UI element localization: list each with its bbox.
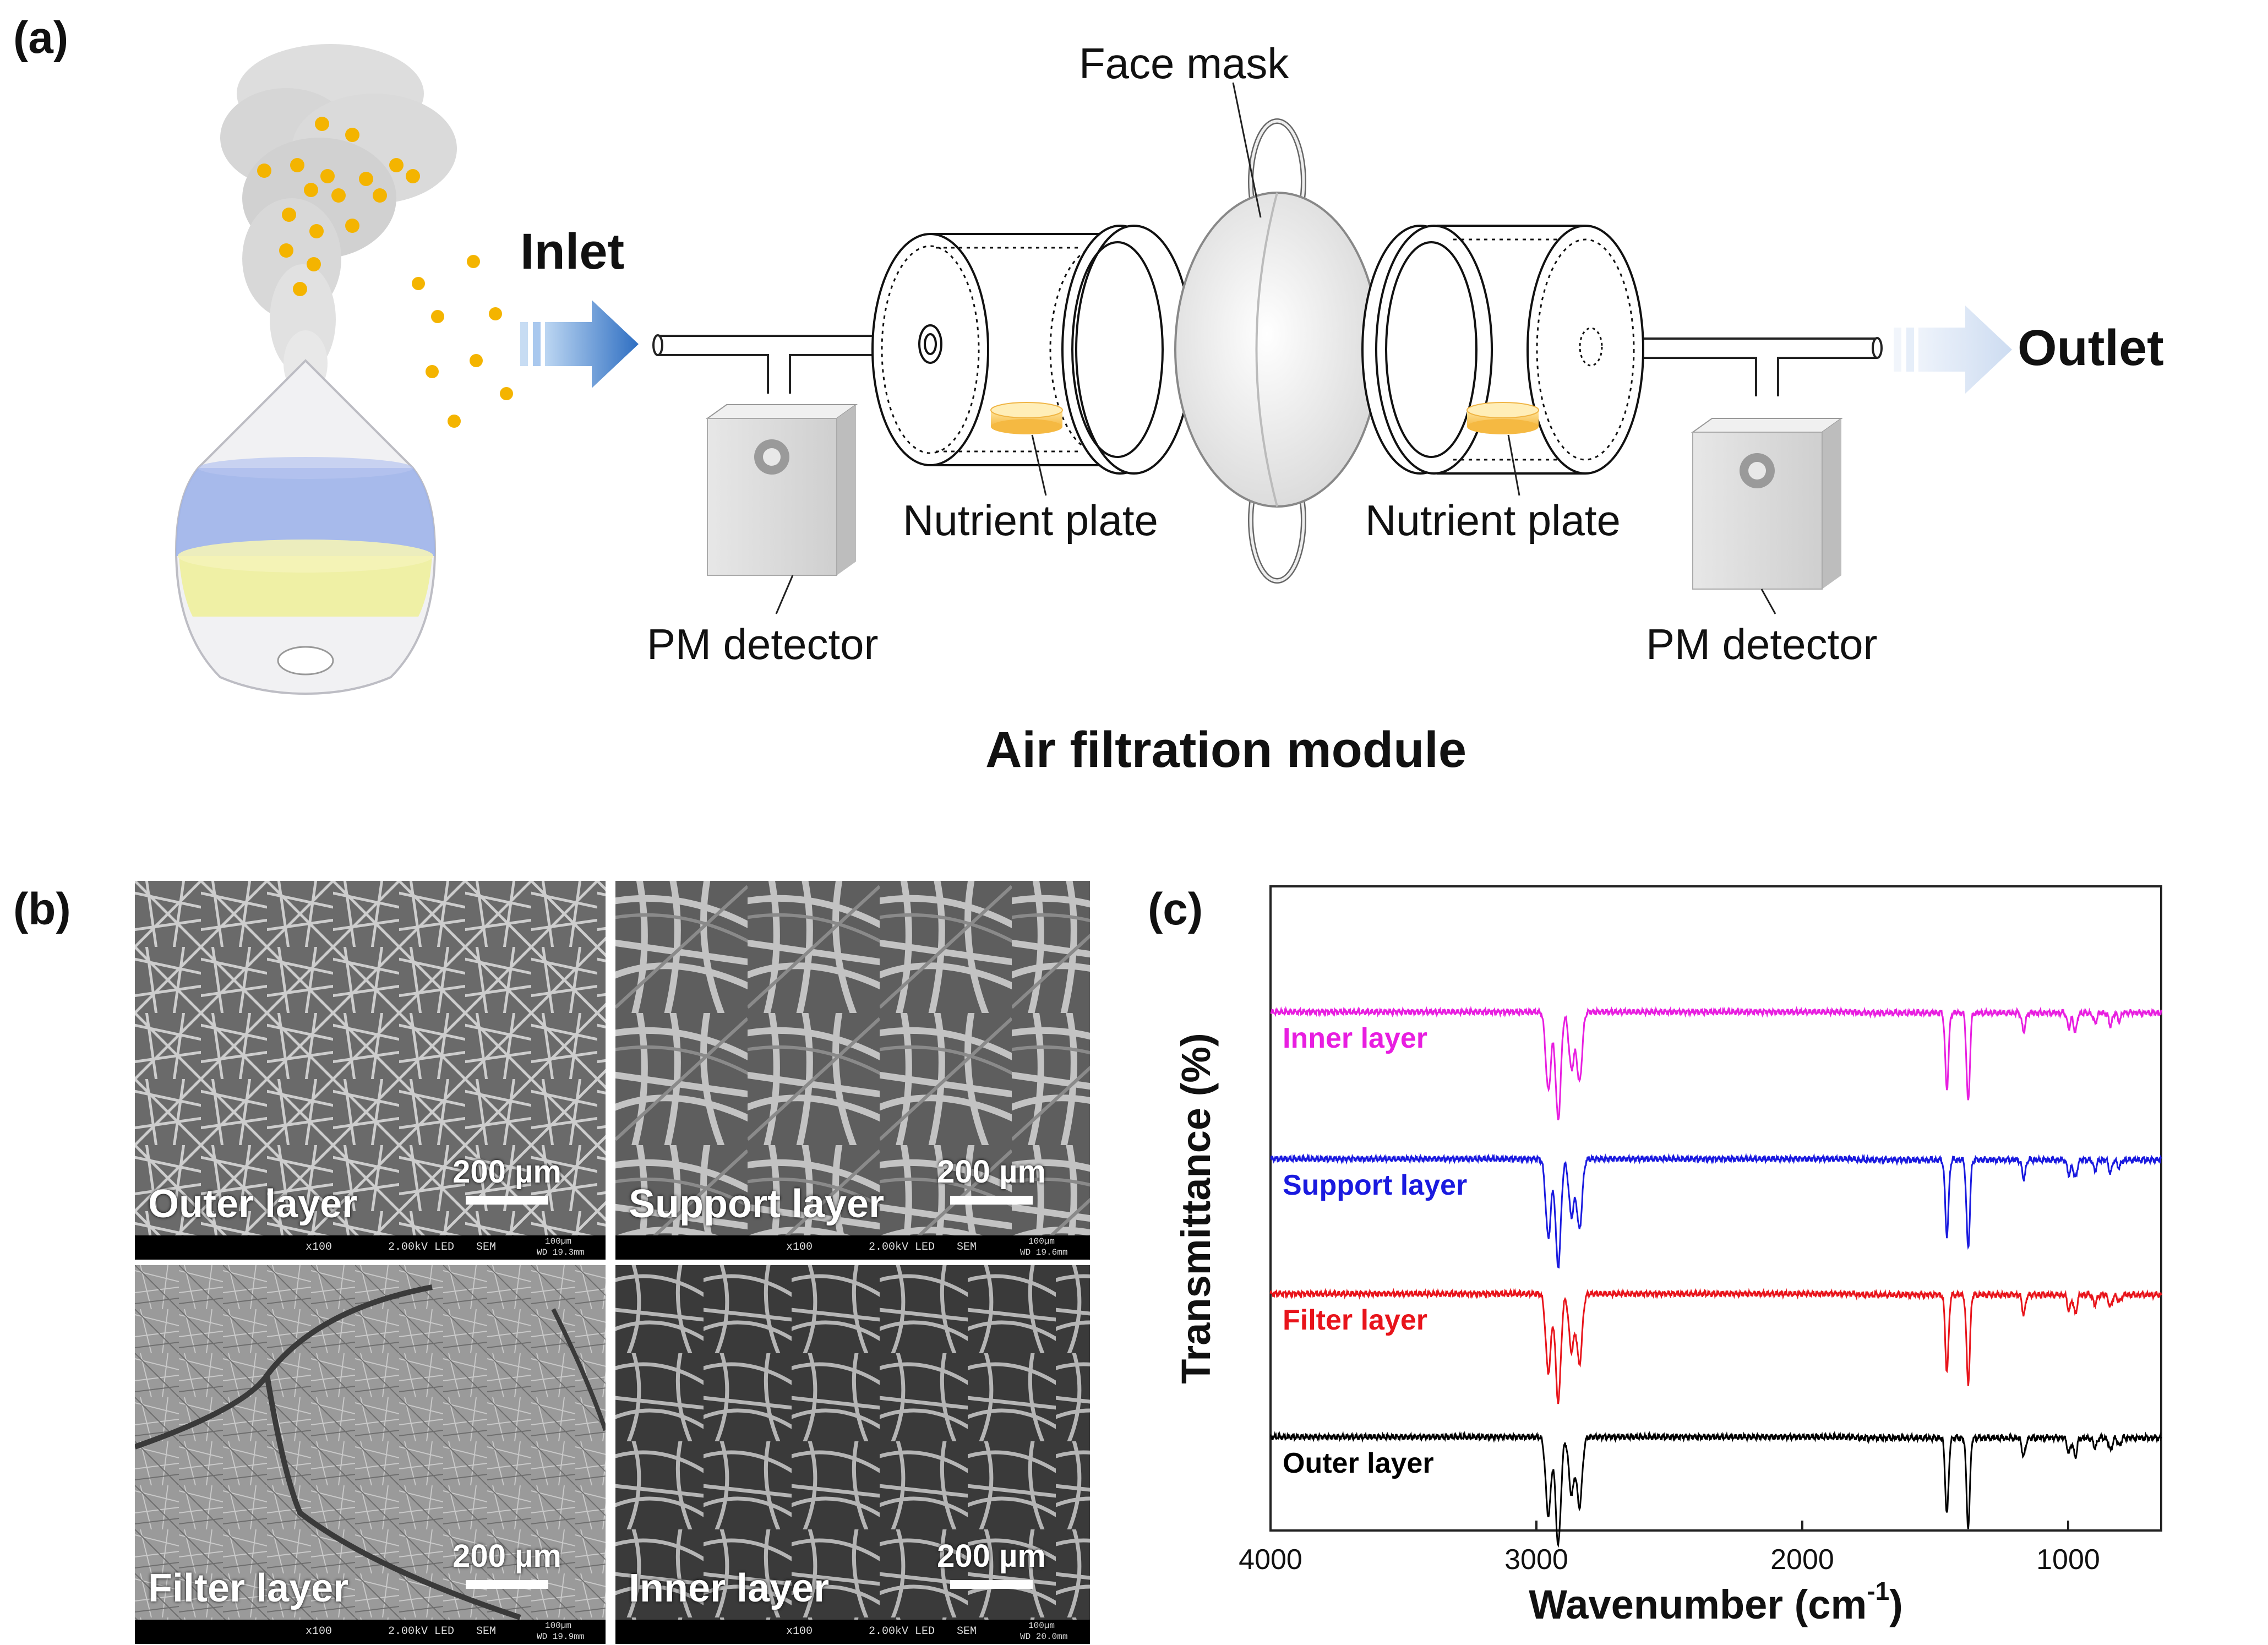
x-tick-label: 1000 xyxy=(2036,1544,2100,1576)
schematic-diagram xyxy=(175,44,2012,695)
sem-caption: Outer layer xyxy=(148,1182,358,1226)
sem-info-bar: x100 2.00kV LED SEM 100µm WD 19.3mm xyxy=(135,1235,606,1260)
spectrum-line xyxy=(1270,1006,2162,1120)
inlet-arrow xyxy=(520,300,639,388)
face-mask-drawing xyxy=(1174,118,1380,584)
face-mask-label: Face mask xyxy=(1079,39,1289,88)
outlet-tube xyxy=(1643,337,1883,396)
x-axis-ticks: 4000 3000 2000 1000 xyxy=(1239,1521,2100,1576)
outlet-arrow xyxy=(1894,306,2012,394)
aerosol-plume xyxy=(220,44,457,396)
pm-detector-right xyxy=(1691,418,1844,590)
left-chamber xyxy=(871,225,1193,475)
x-tick-label: 3000 xyxy=(1504,1544,1568,1576)
sem-image-support-layer: Support layer 200 µm x100 2.00kV LED SEM… xyxy=(615,881,1090,1260)
nutrient-plate-left xyxy=(990,402,1063,434)
right-chamber xyxy=(1361,225,1644,475)
x-axis-label: Wavenumber (cm-1) xyxy=(1529,1577,1903,1627)
series-label: Filter layer xyxy=(1283,1304,1427,1336)
sem-caption: Filter layer xyxy=(148,1566,349,1610)
panel-label-c: (c) xyxy=(1148,884,1203,934)
spectra xyxy=(1269,1006,2162,1548)
spectrum-line xyxy=(1269,1288,2162,1404)
pm-detector-left xyxy=(705,404,858,576)
scale-bar: 200 µm xyxy=(937,1538,1046,1589)
sem-image-filter-layer: Filter layer 200 µm x100 2.00kV LED SEM … xyxy=(135,1265,606,1644)
scale-bar: 200 µm xyxy=(452,1538,561,1589)
nutrient-plate-right-label: Nutrient plate xyxy=(1365,496,1621,544)
inlet-label: Inlet xyxy=(520,224,625,280)
series-label: Support layer xyxy=(1283,1169,1467,1201)
panel-label-b: (b) xyxy=(13,884,71,934)
scale-bar: 200 µm xyxy=(452,1153,561,1205)
sem-image-inner-layer: Inner layer 200 µm x100 2.00kV LED SEM 1… xyxy=(615,1265,1090,1644)
series-labels: Outer layer Filter layer Support layer Inne… xyxy=(1283,1022,1467,1479)
sem-image-outer-layer: Outer layer 200 µm x100 2.00kV LED SEM 1… xyxy=(135,881,606,1260)
nutrient-plate-right xyxy=(1466,402,1539,434)
pm-detector-right-label: PM detector xyxy=(1646,620,1878,668)
nebulizer-bottle xyxy=(175,359,437,695)
spectrum-line xyxy=(1270,1153,2162,1269)
panel-label-a: (a) xyxy=(13,13,69,63)
aerosol-particles xyxy=(257,117,513,428)
series-label: Inner layer xyxy=(1283,1022,1427,1054)
scale-bar: 200 µm xyxy=(937,1153,1046,1205)
x-tick-label: 2000 xyxy=(1770,1544,1834,1576)
nutrient-plate-left-label: Nutrient plate xyxy=(903,496,1158,544)
series-label: Outer layer xyxy=(1283,1447,1434,1479)
sem-info-bar: x100 2.00kV LED SEM 100µm WD 20.0mm xyxy=(615,1620,1090,1644)
spectrum-line xyxy=(1269,1431,2162,1548)
sem-info-bar: x100 2.00kV LED SEM 100µm WD 19.6mm xyxy=(615,1235,1090,1260)
x-tick-label: 4000 xyxy=(1239,1544,1302,1576)
plot-frame xyxy=(1269,885,2162,1532)
module-title: Air filtration module xyxy=(985,722,1466,778)
sem-caption: Inner layer xyxy=(629,1566,830,1610)
sem-info-bar: x100 2.00kV LED SEM 100µm WD 19.9mm xyxy=(135,1620,606,1644)
pm-detector-left-label: PM detector xyxy=(647,620,879,668)
outlet-label: Outlet xyxy=(2018,320,2164,376)
ftir-chart: 4000 3000 2000 1000 Outer layer Filter layer… xyxy=(1173,885,2162,1627)
y-axis-label: Transmittance (%) xyxy=(1173,1033,1219,1383)
sem-caption: Support layer xyxy=(629,1182,885,1226)
